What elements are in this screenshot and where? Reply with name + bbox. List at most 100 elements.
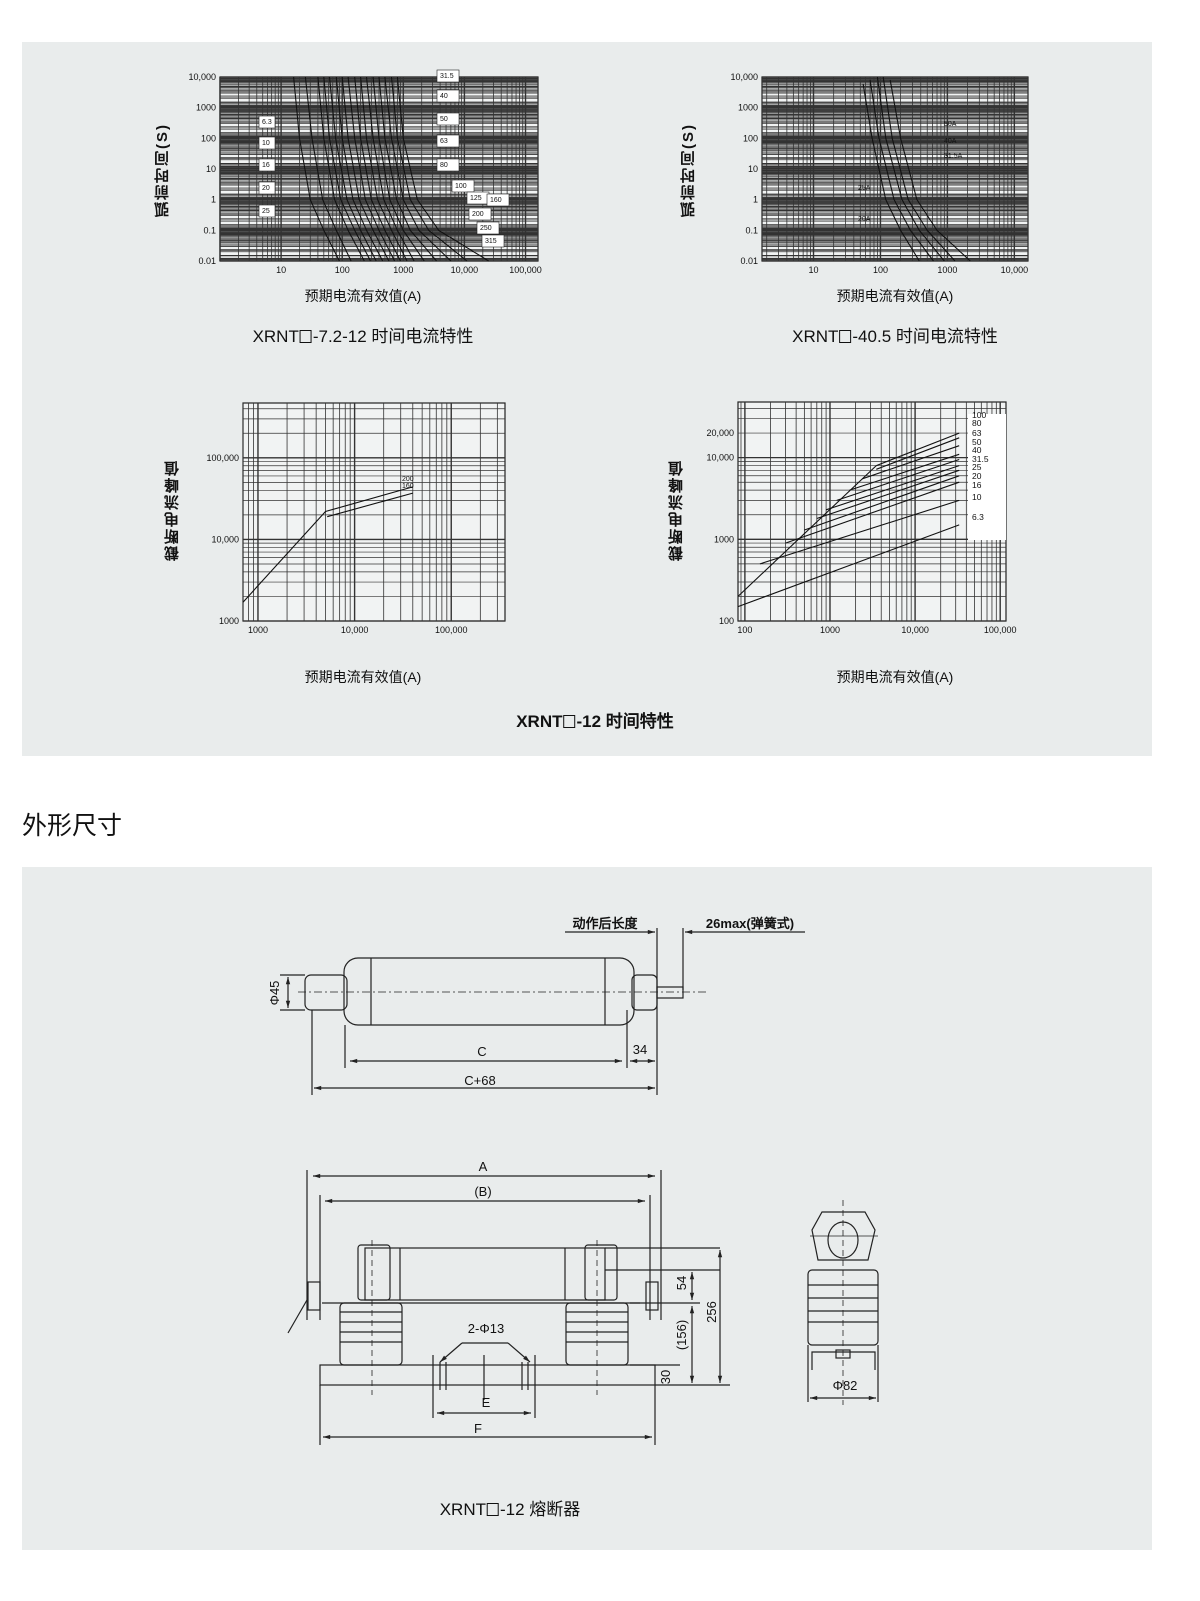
x-tick-label: 1000 — [820, 625, 840, 635]
series-line-10 — [304, 76, 352, 262]
right-cap — [631, 974, 658, 1011]
dim-156-label: (156) — [674, 1320, 689, 1350]
series-line-25 — [328, 76, 377, 262]
plot-area — [737, 401, 1007, 622]
x-tick-label: 1000 — [248, 625, 268, 635]
series-label: 200 — [402, 476, 414, 483]
series-label: 125 — [470, 195, 482, 202]
series-line-31.5A — [876, 76, 945, 262]
y-tick-label: 10,000 — [706, 453, 734, 463]
series-label: 160 — [490, 197, 502, 204]
x-tick-label: 100 — [737, 625, 752, 635]
striker-pin — [656, 986, 684, 999]
series-label-box — [258, 136, 276, 150]
series-label-box — [258, 158, 276, 172]
fuse-side-view — [280, 928, 805, 1095]
series-label: 10 — [972, 492, 982, 502]
y-tick-label: 10,000 — [730, 72, 758, 82]
series-line-6.3 — [293, 76, 340, 262]
left-clamp — [357, 1244, 391, 1301]
y-tick-label: 10 — [206, 164, 216, 174]
series-label: 40A — [944, 138, 957, 145]
series-line-40 — [836, 458, 960, 501]
series-line-80 — [876, 437, 960, 470]
x-tick-label: 1000 — [937, 265, 957, 275]
series-label: 16 — [972, 480, 982, 490]
y-tick-label: 1000 — [219, 616, 239, 626]
series-label-box — [486, 193, 510, 207]
y-tick-label: 0.1 — [745, 225, 758, 235]
y-tick-label: 0.1 — [203, 225, 216, 235]
dim-f-label: F — [474, 1421, 482, 1436]
series-label: 160 — [402, 483, 414, 490]
dim-e-label: E — [482, 1395, 491, 1410]
series-label-box — [258, 115, 276, 129]
series-line-20 — [323, 76, 371, 262]
series-line-20 — [804, 475, 960, 531]
series-label-box — [468, 207, 492, 221]
series-line-31.5 — [825, 465, 960, 511]
series-label: 25A — [858, 185, 871, 192]
phi45-label: Φ45 — [267, 981, 282, 1006]
series-label: 31.5 — [440, 73, 454, 80]
series-line-63 — [862, 445, 960, 480]
dim-c-label: C — [477, 1044, 486, 1059]
series-line-200 — [384, 76, 452, 262]
phi82-label: Φ82 — [833, 1378, 858, 1393]
x-tick-label: 10,000 — [901, 625, 929, 635]
y-tick-label: 100 — [201, 133, 216, 143]
series-label: 80 — [972, 418, 982, 428]
x-tick-label: 100 — [873, 265, 888, 275]
series-line-envelope — [737, 465, 877, 597]
series-line-160 — [327, 492, 413, 518]
series-label-box — [258, 204, 276, 218]
series-label: 100 — [972, 410, 986, 420]
series-line-25 — [816, 469, 960, 520]
series-line-25A — [869, 79, 934, 262]
base-plate — [319, 1364, 656, 1386]
series-label: 16 — [262, 162, 270, 169]
legend-box — [968, 414, 1006, 540]
series-label: 25 — [262, 208, 270, 215]
y-tick-label: 1000 — [714, 534, 734, 544]
series-label: 20 — [262, 185, 270, 192]
chart1-xlabel: 预期电流有效值(A) — [304, 288, 422, 304]
series-label: 40 — [972, 445, 982, 455]
fuse-tube — [364, 1247, 606, 1301]
series-line-250 — [390, 76, 468, 262]
series-line-63 — [354, 76, 401, 262]
series-line-50A — [889, 79, 971, 262]
series-line-31.5 — [335, 76, 384, 262]
series-line-125 — [372, 76, 425, 262]
y-tick-label: 1000 — [738, 103, 758, 113]
drawing-caption: XRNT-12 熔断器 — [440, 1495, 581, 1520]
series-label: 100 — [455, 183, 467, 190]
series-label-box — [481, 234, 505, 248]
series-line-40A — [882, 76, 956, 262]
x-tick-label: 10,000 — [341, 625, 369, 635]
left-terminal — [307, 1281, 321, 1311]
series-label-box — [436, 158, 460, 172]
dim-34-label: 34 — [633, 1042, 647, 1057]
caption-text: -12 时间特性 — [576, 712, 674, 731]
holes-label: 2-Φ13 — [468, 1321, 504, 1336]
dim-b-label: (B) — [474, 1184, 491, 1199]
y-tick-label: 10 — [748, 164, 758, 174]
blank-box — [486, 1503, 499, 1516]
series-line-100 — [876, 432, 960, 467]
series-label: 63 — [440, 138, 448, 145]
y-tick-label: 10,000 — [211, 534, 239, 544]
dim-256-label: 256 — [704, 1301, 719, 1323]
caption-model: XRNT — [516, 712, 563, 731]
series-line-16 — [317, 76, 365, 262]
x-tick-label: 10 — [809, 265, 819, 275]
y-tick-label: 100 — [719, 616, 734, 626]
series-label-box — [436, 112, 460, 126]
series-line-50 — [347, 76, 396, 262]
